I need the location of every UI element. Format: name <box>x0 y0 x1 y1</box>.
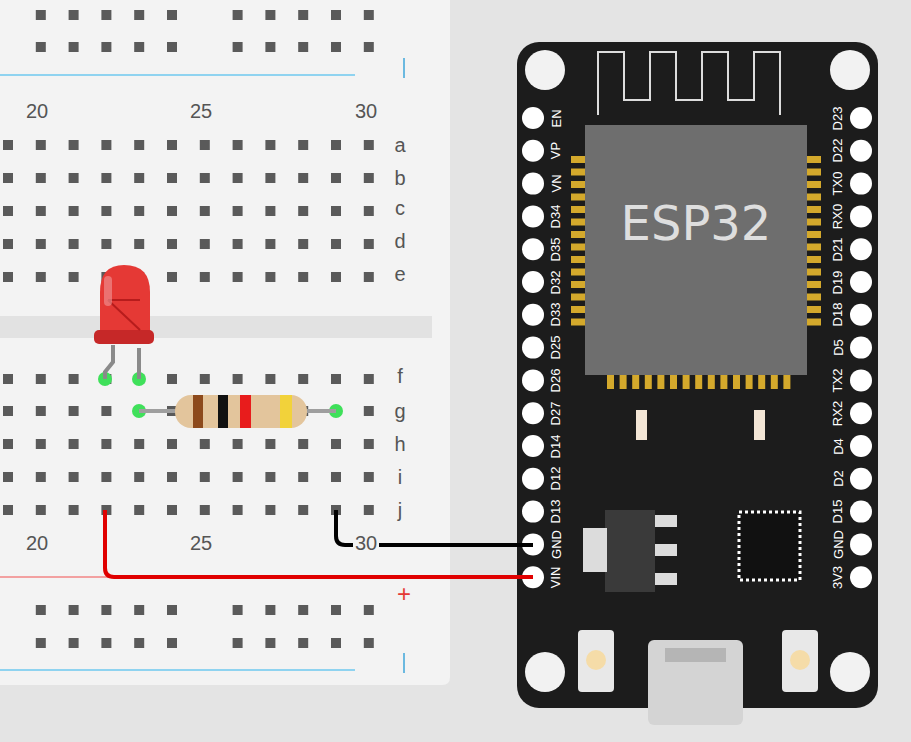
rail-mark <box>403 653 405 673</box>
pin-name: D22 <box>831 139 844 163</box>
pin-name: D5 <box>832 339 845 356</box>
rail-sign: + <box>397 582 411 606</box>
row-letter: j <box>398 500 402 520</box>
chip-name: ESP32 <box>621 195 772 251</box>
chip-box: ESP32 <box>585 125 807 320</box>
resistor-symbol <box>139 395 336 428</box>
esp32-board <box>517 42 878 725</box>
pin-name: D18 <box>831 303 844 327</box>
row-letter: f <box>397 366 403 386</box>
pin-name: TX2 <box>832 368 845 392</box>
pin-name: 3V3 <box>831 566 844 589</box>
pin-name: VIN <box>549 566 562 588</box>
row-letter: i <box>398 467 402 487</box>
breadboard-holes <box>3 10 374 648</box>
pin-name: D26 <box>549 368 562 392</box>
pin-name: D27 <box>549 401 562 425</box>
row-letter: a <box>394 135 405 155</box>
row-letter: c <box>395 198 405 218</box>
pin-name: D14 <box>549 434 562 458</box>
center-channel <box>0 316 432 338</box>
column-number: 30 <box>353 532 379 554</box>
pin-name: D15 <box>831 500 844 524</box>
pin-name: RX2 <box>831 401 844 426</box>
pin-name: D13 <box>549 500 562 524</box>
column-number: 25 <box>188 532 214 554</box>
row-letter: g <box>394 401 405 421</box>
pin-name: D25 <box>549 336 562 360</box>
row-letter: b <box>394 168 405 188</box>
breadboard <box>0 0 450 685</box>
column-number: 20 <box>26 101 48 121</box>
pin-name: VN <box>550 175 563 193</box>
pin-name: D35 <box>549 237 562 261</box>
column-number: 30 <box>355 101 377 121</box>
row-letter: d <box>394 231 405 251</box>
pin-name: D12 <box>549 467 562 491</box>
pin-name: D32 <box>549 270 562 294</box>
row-letter: e <box>394 264 405 284</box>
pin-name: RX0 <box>831 204 844 229</box>
wire <box>105 510 533 577</box>
rail-line <box>0 669 355 671</box>
pin-name: D19 <box>831 270 844 294</box>
row-letter: h <box>394 434 405 454</box>
pin-name: TX0 <box>832 172 845 196</box>
pin-name: D21 <box>831 237 844 261</box>
pin-name: D2 <box>832 470 845 487</box>
pin-name: D4 <box>832 438 845 455</box>
pin-name: GND <box>549 530 562 559</box>
pin-name: GND <box>831 530 844 559</box>
led-symbol <box>94 265 154 379</box>
pin-name: D34 <box>549 204 562 228</box>
column-number: 20 <box>24 532 50 554</box>
pin-name: VP <box>550 142 563 159</box>
column-number: 25 <box>190 101 212 121</box>
pin-name: D33 <box>549 303 562 327</box>
rail-line <box>0 74 355 76</box>
rail-mark <box>403 58 405 78</box>
pin-name: EN <box>550 109 563 127</box>
pin-name: D23 <box>831 106 844 130</box>
